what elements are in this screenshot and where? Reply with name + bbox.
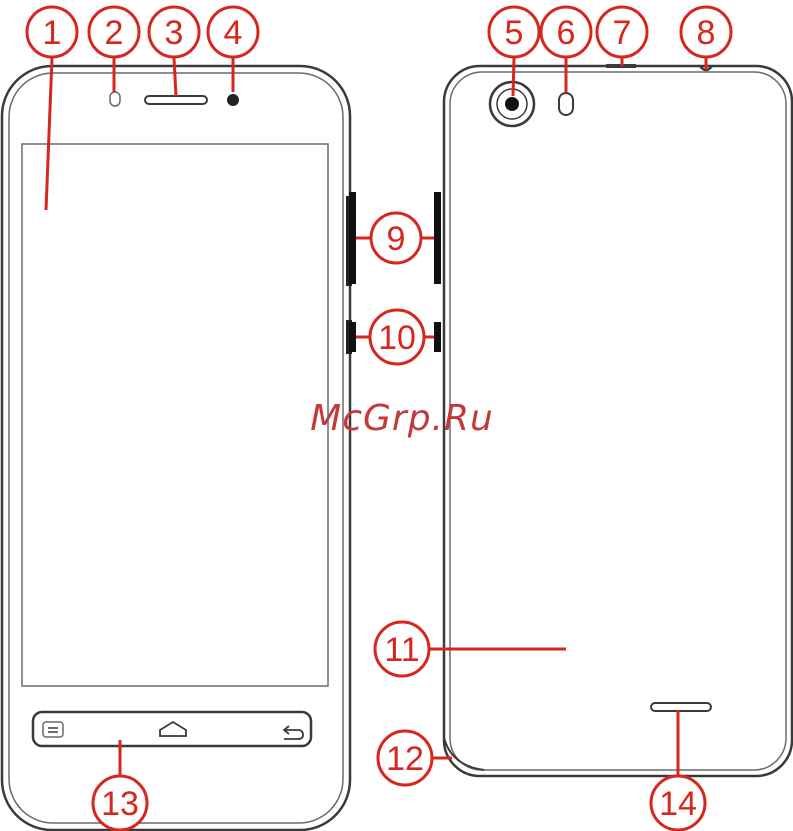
back-body-outer	[444, 66, 792, 776]
callout-6-label: 6	[557, 14, 576, 52]
rear-camera-lens	[505, 97, 519, 111]
callout-2-label: 2	[105, 14, 124, 52]
callout-12: 12	[378, 731, 432, 785]
front-camera	[227, 94, 239, 106]
callout-3: 3	[149, 7, 199, 57]
power-key-left	[349, 322, 356, 352]
callout-3-label: 3	[165, 14, 184, 52]
callout-1: 1	[27, 7, 77, 57]
callout-1-label: 1	[43, 14, 62, 52]
callout-8-label: 8	[697, 14, 716, 52]
back-body-inner	[450, 72, 786, 770]
rear-speaker-grille	[651, 703, 711, 711]
home-key-icon	[160, 722, 186, 736]
callout-2: 2	[89, 7, 139, 57]
callout-4: 4	[208, 7, 258, 57]
callout-5: 5	[489, 7, 539, 57]
back-key-icon	[284, 726, 303, 739]
callout-13-label: 13	[101, 785, 139, 823]
callout-14: 14	[651, 776, 705, 830]
callout-7: 7	[597, 7, 647, 57]
proximity-sensor	[110, 92, 120, 106]
watermark-text: McGrp.Ru	[310, 398, 494, 439]
callout-9: 9	[371, 213, 421, 263]
callout-10: 10	[370, 310, 424, 364]
phone-front-view	[2, 66, 352, 830]
callout-6: 6	[541, 7, 591, 57]
front-body-outer	[2, 66, 350, 830]
callout-11: 11	[375, 622, 429, 676]
callout-9-label: 9	[387, 220, 406, 258]
callout-14-label: 14	[659, 785, 697, 823]
callout-8: 8	[681, 7, 731, 57]
callout-11-label: 11	[384, 631, 419, 669]
callout-7-label: 7	[613, 14, 632, 52]
front-body-inner	[9, 73, 343, 823]
volume-key-left	[349, 192, 356, 284]
front-screen	[22, 144, 328, 686]
nav-key-panel	[33, 712, 311, 746]
power-key-right	[434, 322, 441, 352]
callout-13: 13	[93, 776, 147, 830]
rear-flash	[559, 93, 573, 115]
callout-4-label: 4	[224, 14, 243, 52]
callout-12-label: 12	[386, 740, 424, 778]
volume-key-right	[434, 192, 441, 284]
callout-10-label: 10	[378, 319, 416, 357]
menu-key-icon	[43, 722, 63, 737]
callout-5-label: 5	[505, 14, 524, 52]
earpiece-speaker	[145, 96, 207, 104]
